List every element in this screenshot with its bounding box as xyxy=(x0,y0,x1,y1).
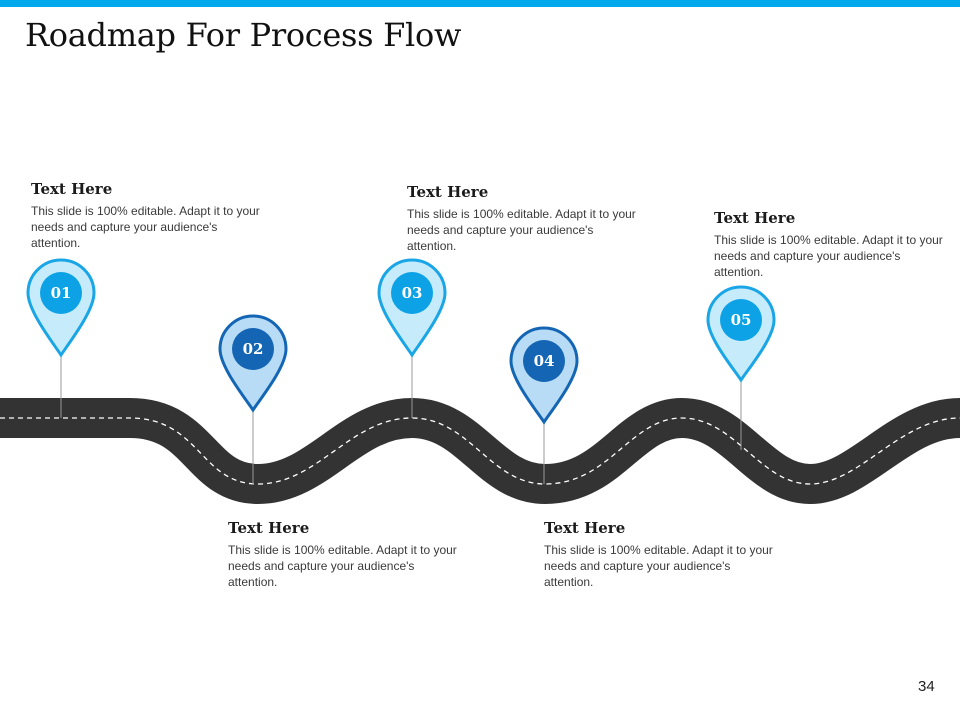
pin-number-circle xyxy=(232,328,274,370)
step-02-text: Text Here This slide is 100% editable. A… xyxy=(228,519,463,590)
pin-number-label: 01 xyxy=(51,284,72,302)
road-center-line xyxy=(0,417,960,485)
step-01-description: This slide is 100% editable. Adapt it to… xyxy=(31,204,260,250)
page-number: 34 xyxy=(918,678,935,695)
pin-number-circle xyxy=(40,272,82,314)
step-05-title: Text Here xyxy=(714,209,796,227)
step-04-description: This slide is 100% editable. Adapt it to… xyxy=(544,543,773,589)
step-01-title: Text Here xyxy=(31,180,113,198)
map-pin-01: 01 xyxy=(26,258,96,418)
step-02-description: This slide is 100% editable. Adapt it to… xyxy=(228,543,457,589)
step-03-text: Text Here This slide is 100% editable. A… xyxy=(407,183,642,254)
pin-number-label: 03 xyxy=(402,284,423,302)
step-04-text: Text Here This slide is 100% editable. A… xyxy=(544,519,779,590)
step-02-title: Text Here xyxy=(228,519,310,537)
map-pin-05: 05 xyxy=(706,285,776,450)
step-03-title: Text Here xyxy=(407,183,489,201)
pin-number-label: 02 xyxy=(243,340,264,358)
map-pin-04: 04 xyxy=(509,326,579,484)
pin-number-label: 04 xyxy=(534,352,555,370)
map-pin-03: 03 xyxy=(377,258,447,418)
pin-number-circle xyxy=(391,272,433,314)
step-05-text: Text Here This slide is 100% editable. A… xyxy=(714,209,949,280)
map-pin-02: 02 xyxy=(218,314,288,484)
step-05-description: This slide is 100% editable. Adapt it to… xyxy=(714,233,943,279)
step-04-title: Text Here xyxy=(544,519,626,537)
pin-number-circle xyxy=(523,340,565,382)
top-accent-bar xyxy=(0,0,960,7)
slide-title: Roadmap For Process Flow xyxy=(25,16,462,54)
pin-number-label: 05 xyxy=(731,311,752,329)
step-01-text: Text Here This slide is 100% editable. A… xyxy=(31,180,266,251)
step-03-description: This slide is 100% editable. Adapt it to… xyxy=(407,207,636,253)
pin-number-circle xyxy=(720,299,762,341)
